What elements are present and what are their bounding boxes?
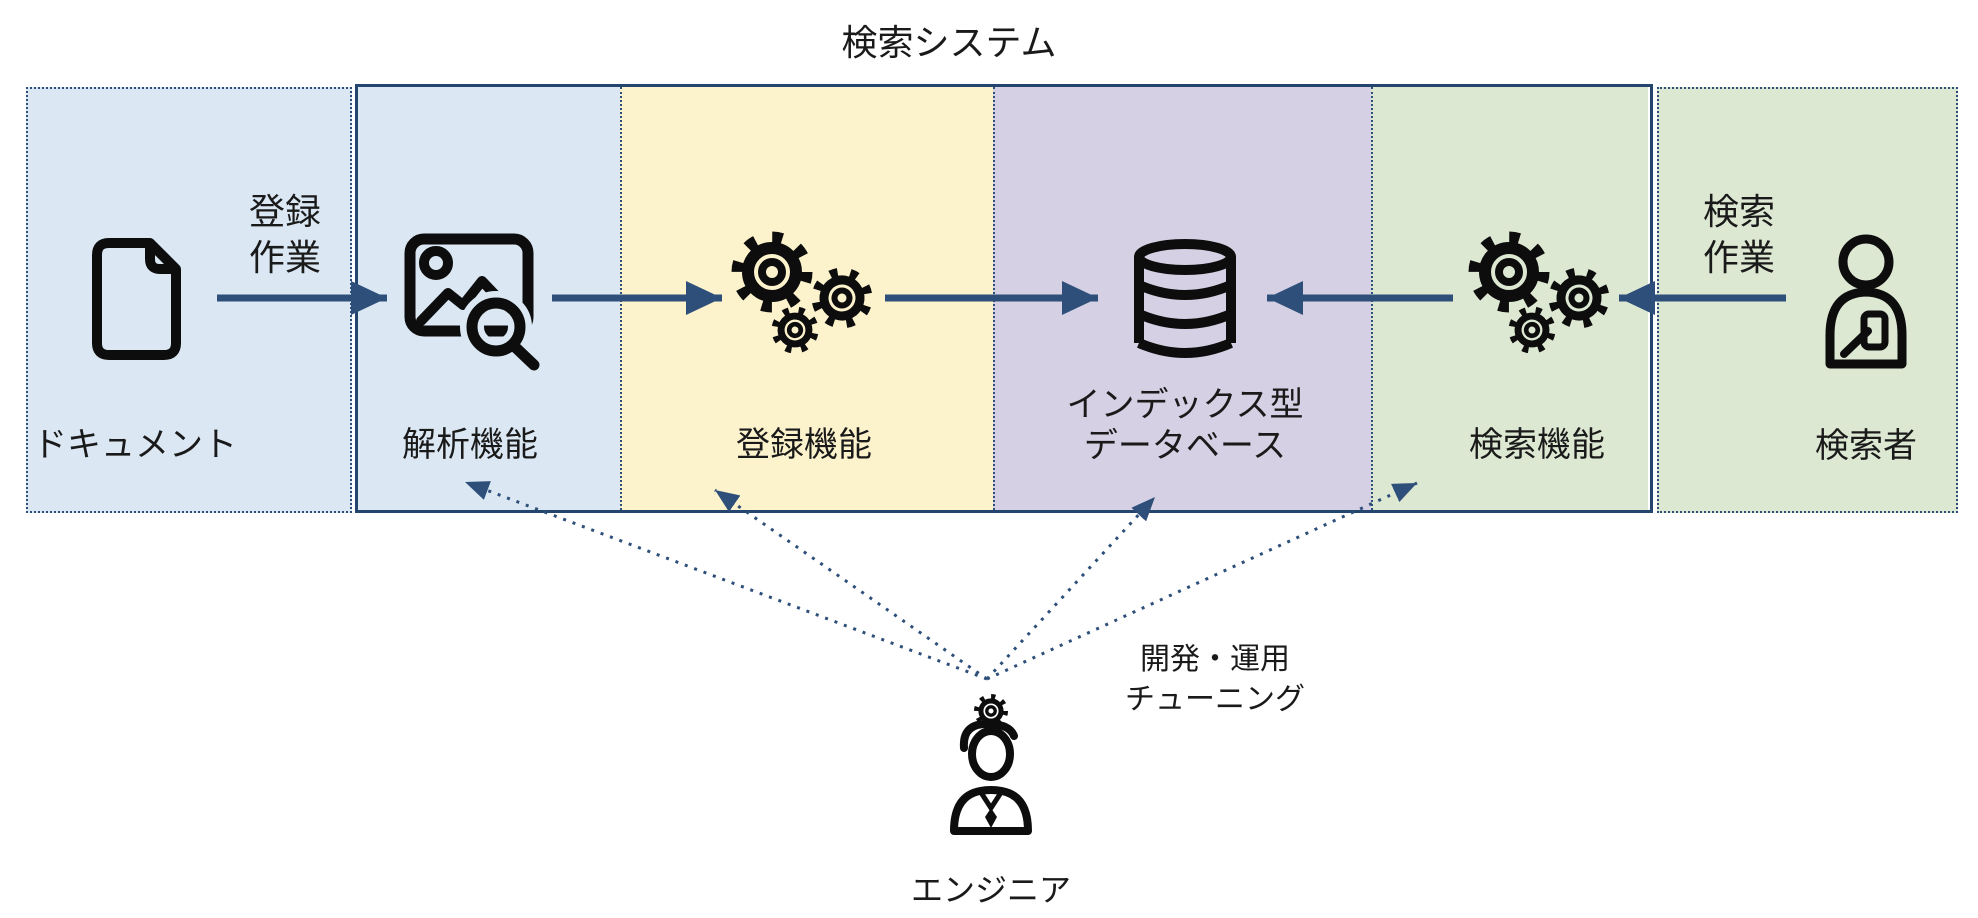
- database-label-line2: データベース: [1083, 426, 1287, 466]
- search-work-label: 検索 作業: [1703, 190, 1775, 282]
- database-label: インデックス型 データベース: [1067, 385, 1304, 467]
- analysis-label: 解析機能: [402, 425, 538, 465]
- diagram-title: 検索システム: [841, 23, 1057, 64]
- dotted-arrow-engineer-to-registration: [714, 488, 988, 681]
- searcher-label: 検索者: [1815, 426, 1917, 466]
- registration-work-line2: 作業: [248, 238, 322, 279]
- registration-work-label: 登録 作業: [249, 190, 321, 282]
- registration-label: 登録機能: [736, 425, 872, 465]
- tuning-label: 開発・運用 チューニング: [1125, 640, 1305, 720]
- engineer-label: エンジニア: [910, 871, 1072, 909]
- document-label: ドキュメント: [33, 425, 237, 465]
- database-label-line1: インデックス型: [1066, 385, 1304, 425]
- search-function-label: 検索機能: [1469, 425, 1605, 465]
- search-system-box: [355, 84, 1653, 513]
- tuning-line2: チューニング: [1125, 682, 1305, 717]
- search-work-line2: 作業: [1702, 238, 1776, 279]
- engineer-icon: [950, 697, 1032, 835]
- tuning-line1: 開発・運用: [1140, 642, 1290, 677]
- search-work-line1: 検索: [1702, 192, 1776, 233]
- registration-work-line1: 登録: [248, 192, 322, 233]
